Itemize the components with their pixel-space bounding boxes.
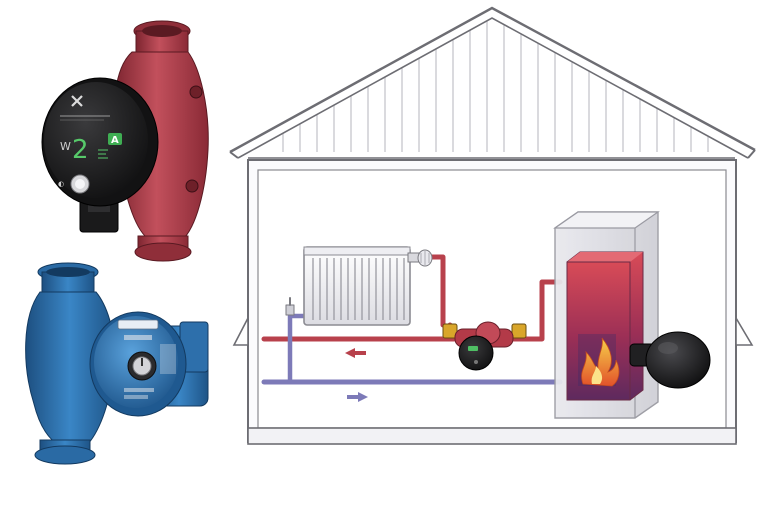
pump-display-unit: W: [60, 140, 71, 153]
return-flow-arrow: [347, 392, 368, 402]
supply-flow-arrow: [345, 348, 366, 358]
return-riser: [287, 313, 307, 385]
house-floor: [247, 427, 737, 445]
roof-outline: [229, 6, 756, 154]
flame-icon: [581, 337, 620, 387]
red-circulation-pump-icon: W 2 A ◐: [41, 20, 209, 262]
speed-selector-dial: [127, 351, 157, 381]
radiator-icon: [303, 246, 433, 326]
burner-icon: [629, 331, 711, 389]
supply-pipe-to-boiler: [522, 279, 563, 342]
pump-display: W 2 A: [60, 133, 122, 165]
pump-display-value: 2: [72, 135, 89, 165]
roof-gable: [248, 18, 735, 152]
roof-slats: [282, 21, 709, 152]
pump-brand-logo: [71, 95, 83, 107]
boiler-icon: [553, 211, 660, 419]
blue-circulation-pump-icon: [25, 262, 209, 465]
inline-pump-icon: [442, 321, 527, 371]
svg-text:◐: ◐: [58, 180, 64, 188]
pump-mode-badge: A: [111, 135, 119, 146]
pump-label-plate: [117, 319, 159, 330]
right-ledge: [735, 315, 754, 346]
thermostatic-valve-icon: [407, 249, 433, 267]
left-ledge: [232, 317, 249, 346]
